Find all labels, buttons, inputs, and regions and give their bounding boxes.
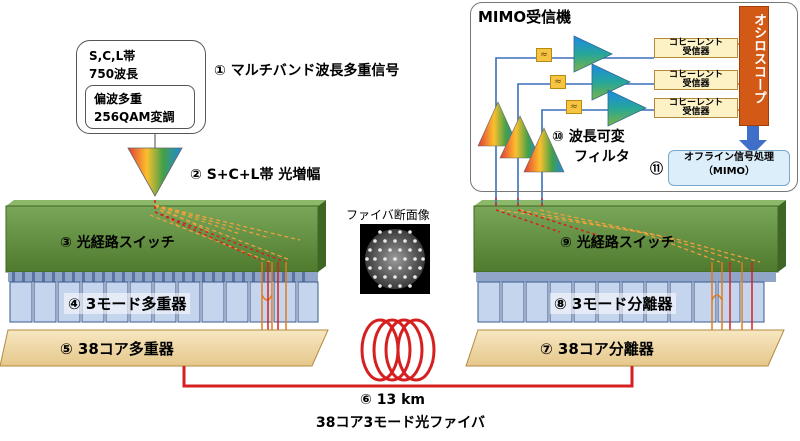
right-switch-side xyxy=(778,200,786,272)
optical-amplifier xyxy=(127,147,183,197)
mimo-amp-3 xyxy=(607,89,647,127)
label-step6-fiber: 38コア3モード光ファイバ xyxy=(316,415,485,431)
left-switch-side xyxy=(318,200,326,272)
band-label: S,C,L帯 xyxy=(89,49,136,63)
left-core-mux-base xyxy=(0,329,329,367)
right-core-demux-base xyxy=(465,329,785,367)
filter-icon-3: ≈ xyxy=(566,100,582,114)
fiber-spool xyxy=(360,318,436,382)
modulation-label: 256QAM変調 xyxy=(94,110,175,124)
coherent-receiver-1: コヒーレント受信器 xyxy=(654,38,738,58)
label-step7: ⑦ 38コア分離器 xyxy=(540,340,654,358)
label-step11-number: ⑪ xyxy=(650,162,664,177)
label-step10-b: フィルタ xyxy=(574,149,630,165)
oscilloscope: オシロスコープ xyxy=(739,6,769,126)
offline-processing-box: オフライン信号処理 （MIMO） xyxy=(668,150,790,186)
left-switch-block xyxy=(5,205,319,273)
label-step6-length: ⑥ 13 km xyxy=(360,392,425,408)
label-step4: ④ 3モード多重器 xyxy=(64,293,191,314)
coherent-receiver-3: コヒーレント受信器 xyxy=(654,98,738,118)
left-switch-top xyxy=(6,200,326,206)
offline-processing-mimo: （MIMO） xyxy=(702,166,756,177)
label-step10-a: ⑩ 波長可変 xyxy=(552,129,625,145)
modulation-box: 偏波多重 256QAM変調 xyxy=(85,85,195,129)
label-step5: ⑤ 38コア多重器 xyxy=(60,340,174,358)
left-connector-pins xyxy=(12,272,305,282)
label-step2: ② S+C+L帯 光増幅 xyxy=(190,167,321,183)
filter-triangle-3 xyxy=(523,127,565,173)
label-step9: ⑨ 光経路スイッチ xyxy=(560,235,675,251)
label-step3: ③ 光経路スイッチ xyxy=(60,235,175,251)
offline-processing-label: オフライン信号処理 xyxy=(684,152,774,163)
mimo-receiver-frame xyxy=(470,2,798,192)
oscilloscope-label: オシロスコープ xyxy=(751,13,766,104)
coherent-receiver-2: コヒーレント受信器 xyxy=(654,70,738,90)
mimo-amp-1 xyxy=(573,35,613,73)
right-connector-row xyxy=(476,272,776,282)
fiber-cores xyxy=(365,230,425,288)
transmission-fiber xyxy=(182,366,634,388)
filter-triangle-1 xyxy=(477,101,519,147)
label-step8: ⑧ 3モード分離器 xyxy=(550,293,677,314)
filter-icon-1: ≈ xyxy=(536,48,552,62)
right-switch-paths xyxy=(499,209,761,263)
wavelength-count: 750波長 xyxy=(89,67,139,81)
filter-triangle-2 xyxy=(499,115,541,159)
signal-spec-box: S,C,L帯 750波長 偏波多重 256QAM変調 xyxy=(76,40,206,134)
polarization-label: 偏波多重 xyxy=(94,92,143,106)
down-arrow xyxy=(739,140,767,154)
label-fiber-cross-section: ファイバ断面像 xyxy=(346,208,430,222)
label-step1: ① マルチバンド波長多重信号 xyxy=(214,63,400,79)
filter-icon-2: ≈ xyxy=(550,75,566,89)
right-switch-top xyxy=(474,200,786,206)
right-switch-block xyxy=(473,205,779,273)
mimo-title: MIMO受信機 xyxy=(478,8,572,26)
